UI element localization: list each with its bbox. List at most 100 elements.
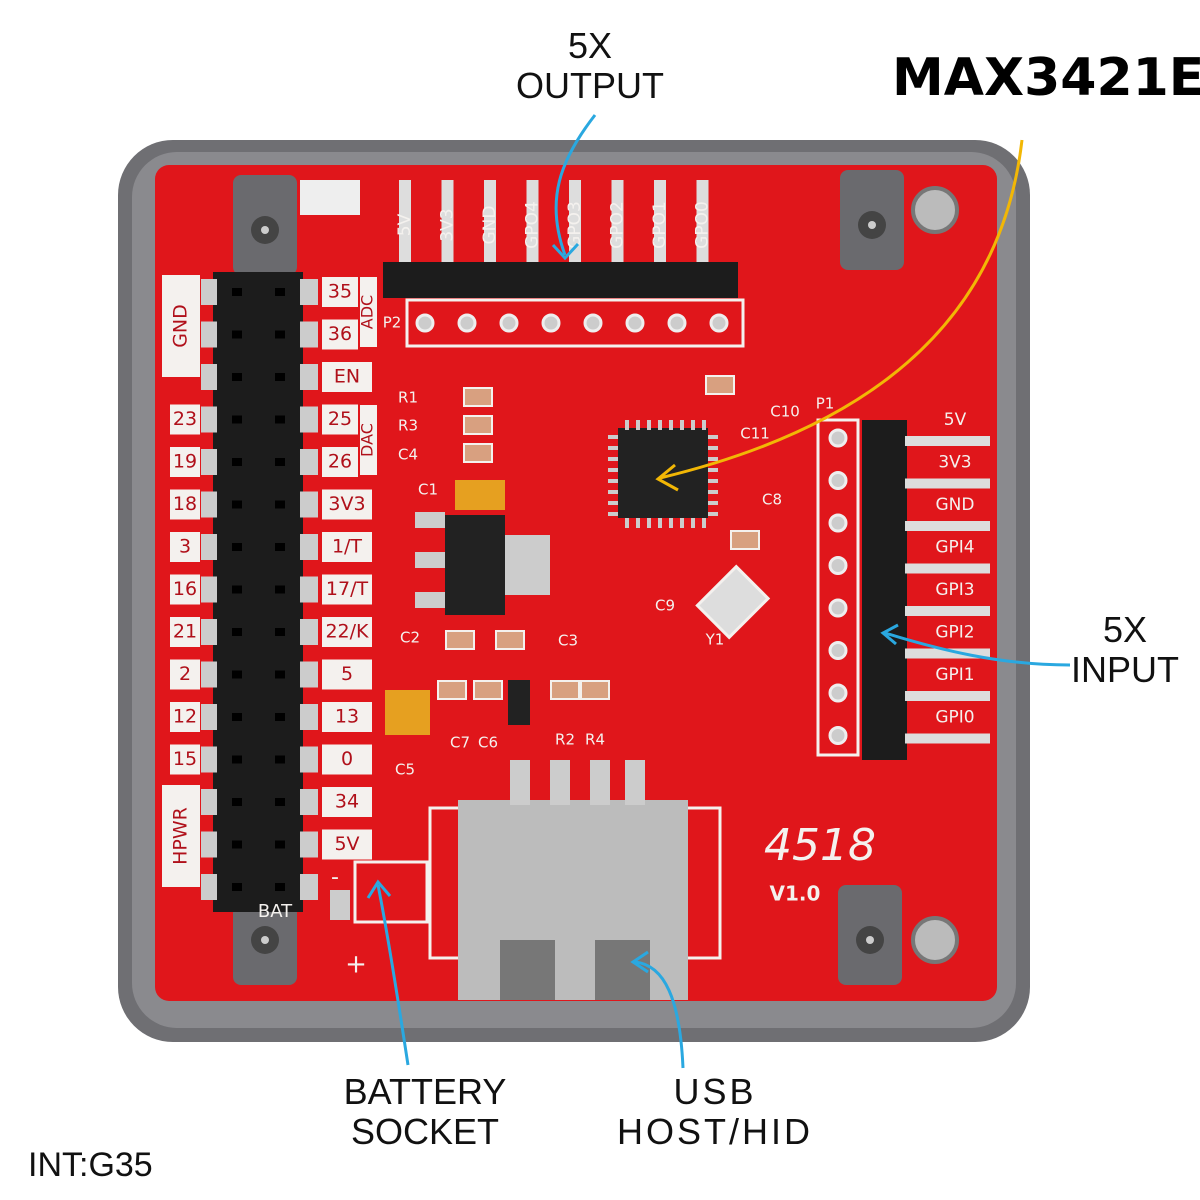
- output-count: 5X: [567, 25, 613, 66]
- socket-hole: [232, 543, 242, 551]
- left-pin: [201, 789, 217, 815]
- right-pad: [828, 726, 848, 745]
- usb-slot: [595, 940, 650, 1000]
- top-pin-label: GPO0: [693, 201, 713, 249]
- top-pin-label: GPO3: [565, 201, 585, 249]
- input-label: INPUT: [1071, 649, 1179, 690]
- left-pin-label: 21: [173, 621, 197, 643]
- diode: [508, 680, 530, 725]
- output-label: OUTPUT: [516, 65, 664, 106]
- left-pin: [300, 874, 318, 900]
- header-pin: [611, 180, 624, 270]
- left-pin: [201, 704, 217, 730]
- top-pad: [415, 313, 435, 333]
- usb-label-1: USB: [673, 1071, 757, 1112]
- chip-lead: [608, 490, 618, 494]
- chip-lead: [708, 501, 718, 505]
- usb-annotation: USB HOST/HID: [580, 1072, 850, 1152]
- usb-lead: [625, 760, 645, 805]
- left-label-box: [170, 447, 200, 477]
- chip-lead: [608, 479, 618, 483]
- component-label: R3: [398, 417, 418, 435]
- right-label-box: [322, 404, 358, 435]
- right-label-box: [322, 787, 372, 817]
- right-label-box: [322, 744, 372, 775]
- left-pin: [300, 491, 318, 518]
- left-pin: [300, 321, 318, 348]
- right-label-box: [322, 829, 372, 860]
- chip-lead: [702, 420, 706, 430]
- top-pin-label: 3V3: [438, 208, 458, 241]
- left-label-box: [170, 744, 200, 775]
- left-label-box: [170, 532, 200, 562]
- right-pin-label: 5V: [944, 410, 967, 430]
- socket-hole: [232, 415, 242, 424]
- right-pin-label: GND: [936, 495, 975, 515]
- header-pin: [905, 648, 990, 659]
- smd-part: [473, 680, 503, 700]
- socket-hole: [232, 755, 242, 764]
- socket-hole: [232, 713, 242, 721]
- top-pin-label: 5V: [395, 213, 415, 236]
- left-pin-label: 3: [179, 536, 191, 558]
- left-pin: [201, 874, 217, 900]
- right-label-box: [322, 447, 358, 477]
- right-pad: [828, 471, 848, 490]
- right-pad: [828, 683, 848, 703]
- right-label-box: [322, 489, 372, 520]
- header-pin: [905, 606, 990, 616]
- battery-arrow: [376, 884, 410, 1066]
- right-pad: [828, 641, 848, 660]
- right-side-pin-label: 25: [328, 408, 352, 430]
- chip-lead: [708, 512, 718, 516]
- socket-hole: [232, 883, 242, 891]
- header-pin: [569, 180, 581, 270]
- left-pin: [201, 279, 217, 305]
- left-pin: [300, 576, 318, 603]
- input-count: 5X: [1102, 609, 1148, 650]
- left-pin: [300, 406, 318, 433]
- chip-lead: [708, 490, 718, 494]
- socket-hole: [275, 883, 285, 891]
- component-label: C4: [398, 446, 418, 464]
- chip-arrow: [659, 139, 1024, 480]
- left-pin: [201, 491, 217, 518]
- right-group-label: DAC: [358, 423, 377, 457]
- socket-hole: [232, 585, 242, 594]
- header-pin: [905, 478, 990, 489]
- component-label: R1: [398, 389, 418, 407]
- socket-hole: [232, 330, 242, 339]
- right-label-box: [322, 617, 372, 647]
- header-pin: [399, 180, 411, 270]
- gnd-box: [162, 275, 200, 377]
- left-group-label: GND: [170, 304, 192, 348]
- smd-part: [550, 680, 580, 700]
- left-pin-label: 12: [173, 706, 197, 728]
- component-label: C10: [770, 403, 800, 421]
- left-label-box: [170, 574, 200, 605]
- right-pin-label: GPI2: [935, 623, 974, 643]
- chip-lead: [608, 468, 618, 472]
- component-label: Y1: [705, 631, 725, 649]
- chip-lead: [680, 420, 684, 430]
- tantalum-cap-c5: [385, 690, 430, 735]
- right-label-box: [322, 532, 372, 562]
- right-side-pin-label: 34: [335, 791, 359, 813]
- left-pin: [300, 831, 318, 858]
- smd-part: [437, 680, 467, 700]
- right-side-pin-label: 3V3: [328, 493, 365, 515]
- left-pin: [300, 746, 318, 773]
- top-header-block: [383, 262, 738, 298]
- socket-hole: [232, 288, 242, 296]
- socket-hole: [232, 670, 242, 679]
- chip-lead: [669, 420, 673, 430]
- left-pin: [201, 534, 217, 560]
- screw-head: [868, 221, 876, 229]
- left-pin: [201, 619, 217, 645]
- output-annotation: 5X OUTPUT: [500, 26, 680, 106]
- left-pin: [201, 449, 217, 475]
- battery-minus-label: -: [331, 865, 339, 890]
- right-pin-label: GPI4: [935, 538, 974, 558]
- chip-lead: [625, 420, 629, 430]
- chip-lead: [625, 518, 629, 528]
